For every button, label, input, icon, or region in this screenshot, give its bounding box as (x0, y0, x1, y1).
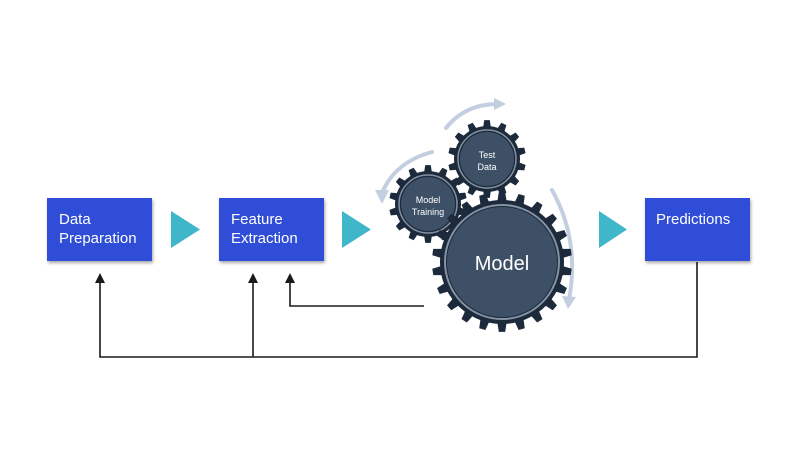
gear-model-training-label-line1: Model (416, 195, 441, 205)
gear-model (432, 192, 572, 332)
feature-extraction-box: Feature Extraction (219, 198, 324, 261)
feedback-lines (95, 262, 698, 358)
cycle-arrow-right (550, 188, 575, 302)
gear-test-data-label-line2: Data (477, 162, 496, 172)
predictions-label: Predictions (656, 211, 731, 228)
predictions-box: Predictions (645, 198, 750, 261)
flow-arrow-2 (342, 211, 371, 248)
data-preparation-label-line1: Data (59, 211, 91, 228)
cycle-arrows (375, 98, 576, 309)
gear-test-data-label-line1: Test (479, 150, 496, 160)
data-preparation-box: Data Preparation (47, 198, 152, 261)
flow-arrow-1 (171, 211, 200, 248)
cycle-arrow-top-head (494, 98, 506, 110)
feature-extraction-label-line1: Feature (231, 211, 283, 228)
gear-model-training-label-line2: Training (412, 207, 444, 217)
gear-model-training (389, 165, 467, 243)
cycle-arrow-left (380, 150, 434, 195)
cycle-arrow-top (444, 102, 500, 130)
feedback-line-model (285, 273, 424, 307)
cycle-arrow-left-head (375, 190, 389, 204)
feature-extraction-label-line2: Extraction (231, 230, 298, 247)
data-preparation-label-line2: Preparation (59, 230, 137, 247)
cycle-arrow-right-head (562, 296, 576, 309)
gear-model-label: Model (475, 253, 529, 275)
feedback-line-main (95, 262, 698, 358)
flow-arrow-3 (599, 211, 627, 248)
gear-test-data (448, 120, 526, 198)
